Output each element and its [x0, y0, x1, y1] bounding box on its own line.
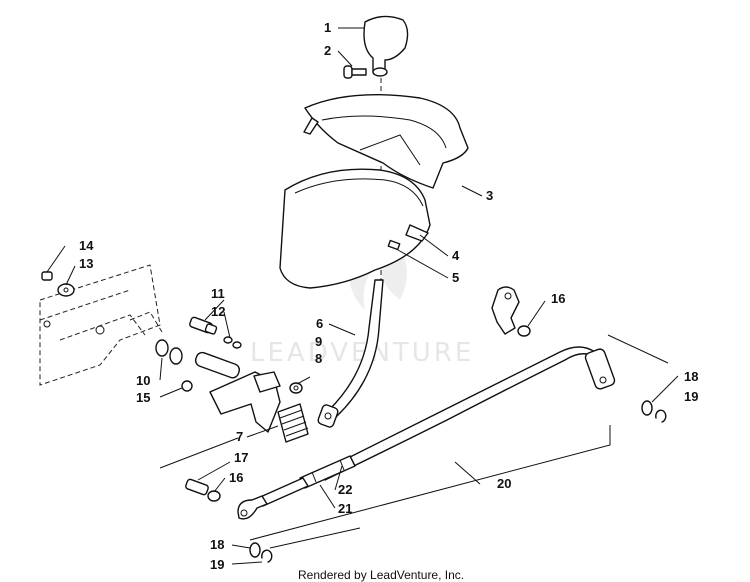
o-rings[interactable] — [155, 339, 183, 365]
pivot-shaft-assembly[interactable] — [181, 351, 303, 433]
callout-22: 22 — [338, 482, 352, 497]
shift-shroud-lower[interactable] — [279, 168, 431, 289]
callout-5: 5 — [452, 270, 459, 285]
bracket-bolt[interactable] — [41, 271, 75, 297]
callout-2: 2 — [324, 43, 331, 58]
callout-19-lower: 19 — [210, 557, 224, 572]
knob-screw[interactable] — [343, 65, 367, 79]
callout-10: 10 — [136, 373, 150, 388]
callout-9: 9 — [315, 334, 322, 349]
callout-14: 14 — [79, 238, 94, 253]
callout-7: 7 — [236, 429, 243, 444]
callout-8: 8 — [315, 351, 322, 366]
callout-20: 20 — [497, 476, 511, 491]
callout-6: 6 — [316, 316, 323, 331]
lower-washer-clip[interactable] — [249, 542, 273, 563]
pivot-bolt[interactable] — [189, 316, 242, 349]
assembly-guides — [159, 334, 669, 549]
frame-bracket — [39, 264, 163, 386]
callout-4: 4 — [452, 248, 460, 263]
callout-11: 11 — [211, 286, 225, 301]
return-spring[interactable] — [277, 403, 309, 443]
callout-15: 15 — [136, 390, 150, 405]
callout-13: 13 — [79, 256, 93, 271]
callout-17: 17 — [234, 450, 248, 465]
callout-16-upper: 16 — [551, 291, 565, 306]
upper-washer-clip[interactable] — [641, 400, 667, 423]
callout-3: 3 — [486, 188, 493, 203]
shift-lever-bushing[interactable] — [387, 239, 401, 251]
callout-12: 12 — [211, 304, 225, 319]
callout-19-upper: 19 — [684, 389, 698, 404]
callout-18-upper: 18 — [684, 369, 698, 384]
rod-adjuster[interactable] — [237, 455, 356, 520]
callout-18-lower: 18 — [210, 537, 224, 552]
shift-lever[interactable] — [317, 279, 384, 428]
shift-shroud-upper[interactable] — [303, 93, 469, 189]
callout-1: 1 — [324, 20, 331, 35]
upper-link-arm[interactable] — [491, 286, 531, 337]
credit-line: Rendered by LeadVenture, Inc. — [298, 568, 464, 582]
callout-16-lower: 16 — [229, 470, 243, 485]
leader-lines — [46, 27, 679, 565]
callout-labels: 1 2 3 4 5 6 7 8 9 10 11 12 13 14 15 16 1… — [79, 20, 698, 572]
ball-stud[interactable] — [185, 478, 221, 502]
shift-linkage-rod[interactable] — [319, 346, 616, 481]
callout-21: 21 — [338, 501, 352, 516]
shift-knob[interactable] — [363, 15, 409, 77]
